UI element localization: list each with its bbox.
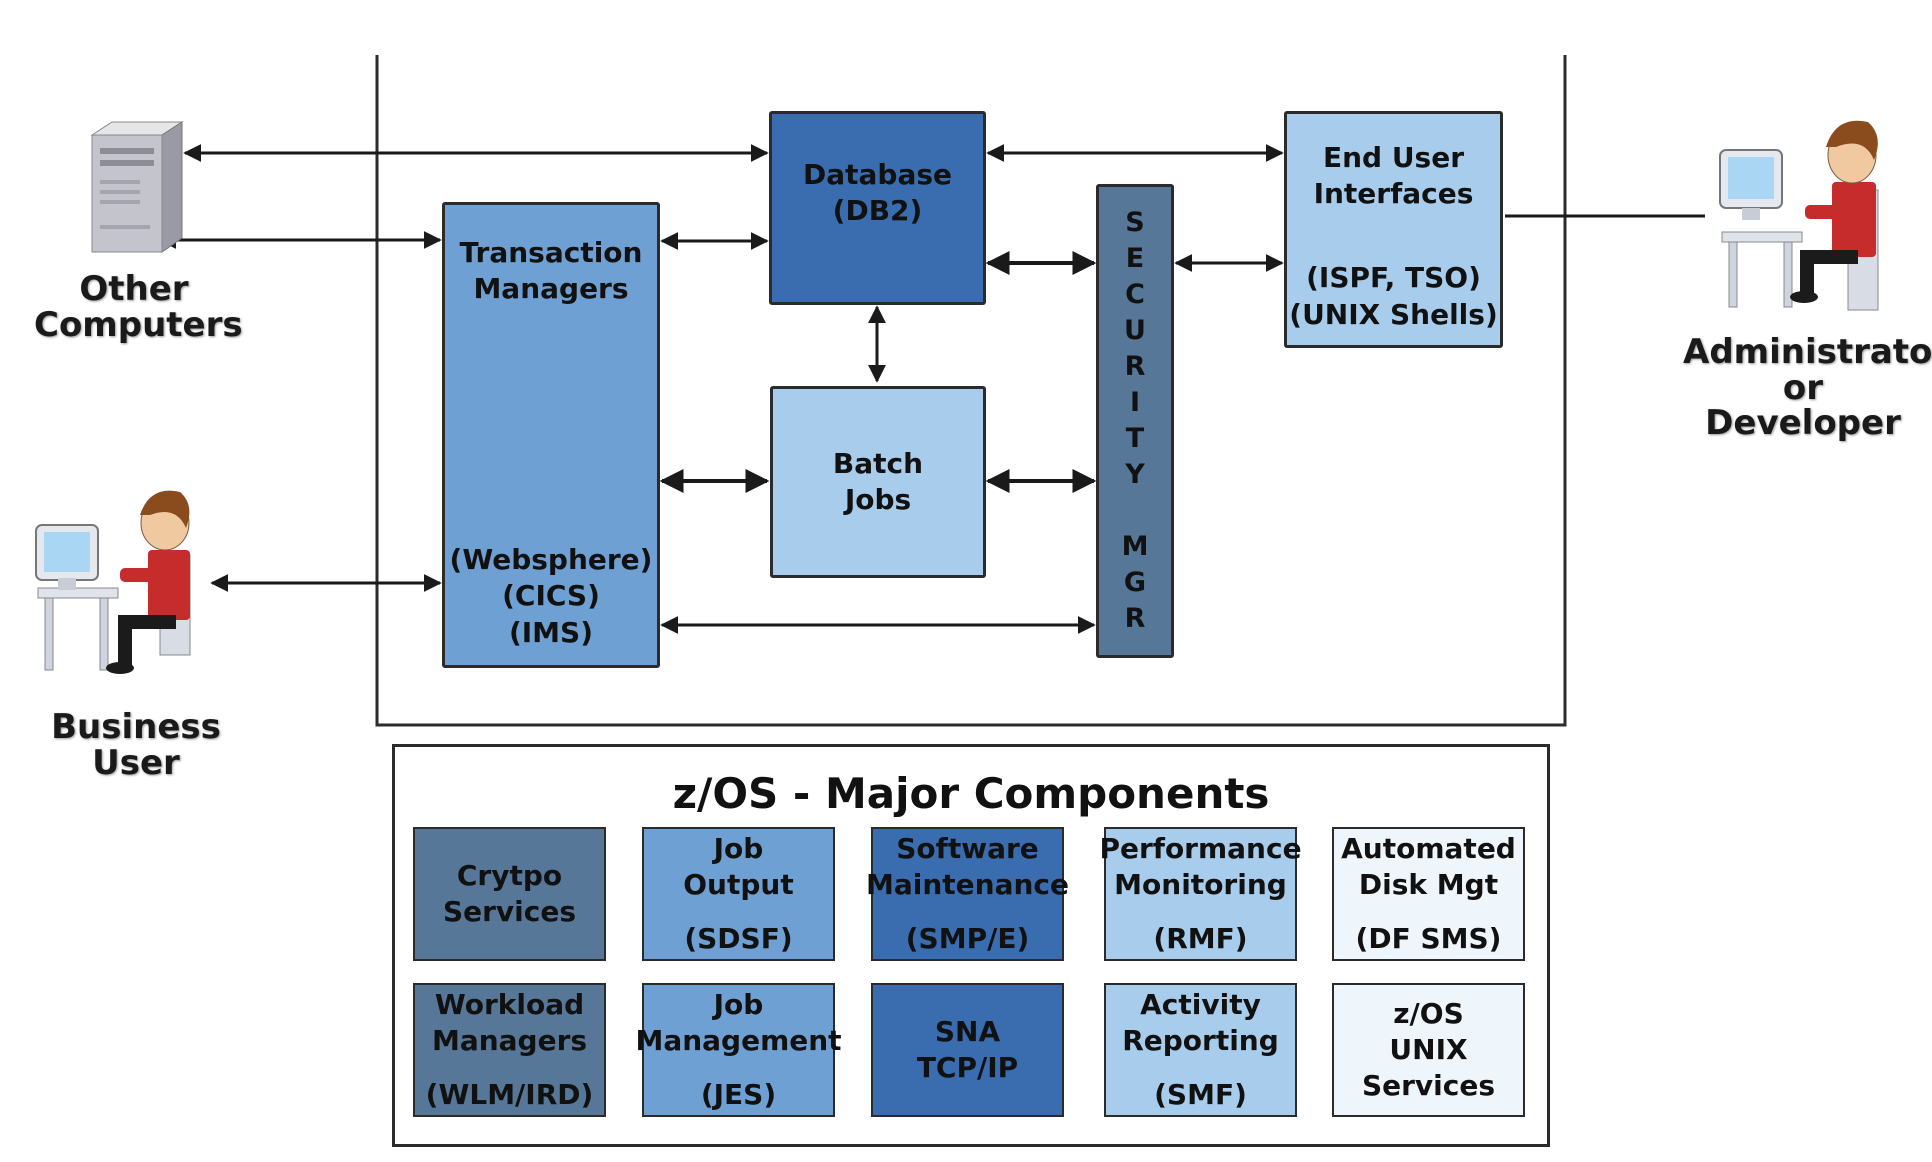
component-activity-reporting-line: Activity xyxy=(1140,988,1261,1021)
component-sna-tcpip-line: SNA xyxy=(934,1015,1001,1048)
business-user-label: Business User xyxy=(36,707,236,783)
component-job-output-line: Output xyxy=(683,868,794,901)
security-letter: M xyxy=(1121,531,1149,562)
enduser-line2: Interfaces xyxy=(1313,177,1474,211)
enduser-line4: (UNIX Shells) xyxy=(1289,297,1498,331)
component-zos-unix-services-line: UNIX xyxy=(1389,1033,1468,1066)
admin-line3: Developer xyxy=(1705,403,1901,444)
transaction-title-line2: Managers xyxy=(473,272,629,306)
component-automated-disk-mgt-line: Automated xyxy=(1341,832,1516,865)
system-frame xyxy=(375,55,1567,727)
end-user-interfaces-block: End User Interfaces (ISPF, TSO) (UNIX Sh… xyxy=(1284,111,1503,348)
component-performance-monitoring-line: Performance xyxy=(1099,832,1302,865)
component-job-management-line: Management xyxy=(635,1024,842,1057)
component-activity-reporting-line: Reporting xyxy=(1122,1024,1279,1057)
component-workload-managers-line: Workload xyxy=(434,988,585,1021)
component-software-maintenance-line: Maintenance xyxy=(866,868,1070,901)
security-letter: I xyxy=(1129,387,1141,418)
transaction-sub-ims: (IMS) xyxy=(508,615,594,649)
other-computers-line2: Computers xyxy=(34,304,243,345)
security-letter: G xyxy=(1123,567,1147,598)
security-letter: T xyxy=(1125,423,1145,454)
component-software-maintenance-line: Software xyxy=(896,832,1039,865)
component-job-output-line: Job xyxy=(713,832,764,865)
component-job-management-line: (JES) xyxy=(700,1078,777,1111)
component-job-management-line: Job xyxy=(713,988,764,1021)
major-components-panel: z/OS - Major Components xyxy=(392,744,1550,1147)
component-workload-managers-line: (WLM/IRD) xyxy=(425,1078,594,1111)
component-workload-managers-line: Managers xyxy=(431,1024,588,1057)
security-letter: R xyxy=(1124,603,1146,634)
component-automated-disk-mgt-line: (DF SMS) xyxy=(1355,922,1502,955)
transaction-managers-block: Transaction Managers (Websphere) (CICS) … xyxy=(442,202,660,668)
major-components-title: z/OS - Major Components xyxy=(672,769,1270,818)
security-letter: C xyxy=(1125,279,1145,310)
component-zos-unix-services-line: z/OS xyxy=(1393,997,1464,1030)
component-software-maintenance-line: (SMP/E) xyxy=(905,922,1030,955)
component-zos-unix-services-line: Services xyxy=(1361,1069,1496,1102)
component-automated-disk-mgt-line: Disk Mgt xyxy=(1358,868,1499,901)
batch-line1: Batch xyxy=(832,446,924,480)
component-performance-monitoring-line: (RMF) xyxy=(1153,922,1248,955)
database-line1: Database xyxy=(802,157,952,191)
other-computers-line1: Other xyxy=(79,269,189,309)
server-tower-icon xyxy=(90,121,184,253)
security-letter: U xyxy=(1124,315,1146,346)
batch-line2: Jobs xyxy=(844,483,912,516)
transaction-sub-websphere: (Websphere) xyxy=(449,542,653,576)
business-user-icon xyxy=(35,490,191,674)
transaction-sub-cics: (CICS) xyxy=(502,579,600,613)
transaction-title-line1: Transaction xyxy=(459,236,643,269)
security-letter: E xyxy=(1125,243,1145,274)
component-activity-reporting-line: (SMF) xyxy=(1154,1078,1247,1111)
security-letter: R xyxy=(1124,351,1146,382)
component-job-output-line: (SDSF) xyxy=(684,922,793,955)
business-user-line2: User xyxy=(92,742,180,783)
component-performance-monitoring-line: Monitoring xyxy=(1114,868,1287,901)
admin-line1: Administrator xyxy=(1683,332,1932,372)
business-user-line1: Business xyxy=(51,707,221,747)
enduser-line3: (ISPF, TSO) xyxy=(1306,261,1481,295)
database-line2: (DB2) xyxy=(832,194,923,227)
administrator-icon xyxy=(1719,120,1879,311)
component-crypto-line: Crytpo xyxy=(456,859,563,892)
component-crypto-line: Services xyxy=(442,895,577,928)
security-letter: Y xyxy=(1125,459,1145,490)
database-block: Database (DB2) xyxy=(769,111,986,305)
enduser-line1: End User xyxy=(1322,141,1465,174)
administrator-label: Administrator or Developer xyxy=(1683,332,1932,444)
batch-jobs-block: Batch Jobs xyxy=(770,386,986,578)
security-letter: S xyxy=(1125,207,1145,238)
component-sna-tcpip-line: TCP/IP xyxy=(916,1051,1019,1084)
admin-line2: or xyxy=(1782,367,1824,408)
other-computers-label: Other Computers xyxy=(34,269,243,345)
